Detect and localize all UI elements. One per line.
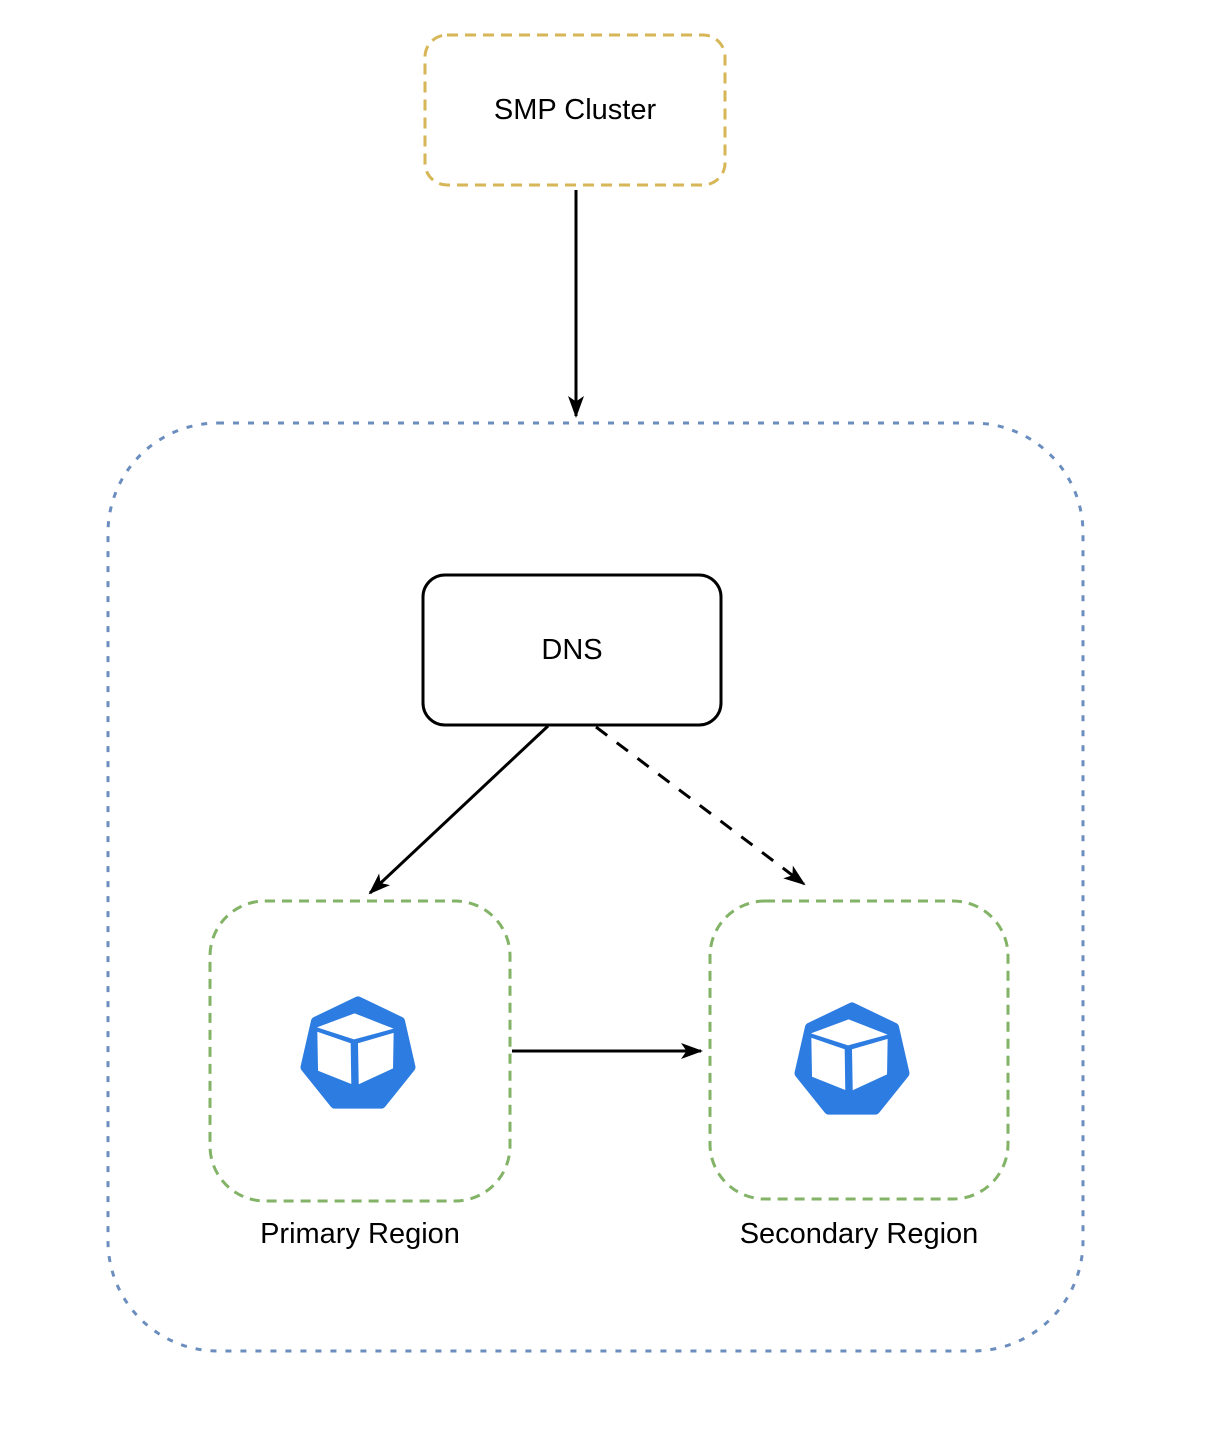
dns-label: DNS [541,633,603,666]
cube-heptagon-icon [794,1002,910,1115]
regions-container-box [106,421,1085,1353]
cube-heptagon-icon [300,996,416,1109]
primary-region-label: Primary Region [260,1217,460,1250]
dns-box [421,573,723,727]
secondary-region-label: Secondary Region [739,1217,979,1250]
smp-cluster-label: SMP Cluster [493,93,657,126]
edge-dns-to-secondary [595,725,806,886]
smp-cluster-box [423,33,727,187]
edge-dns-to-primary [368,724,550,895]
